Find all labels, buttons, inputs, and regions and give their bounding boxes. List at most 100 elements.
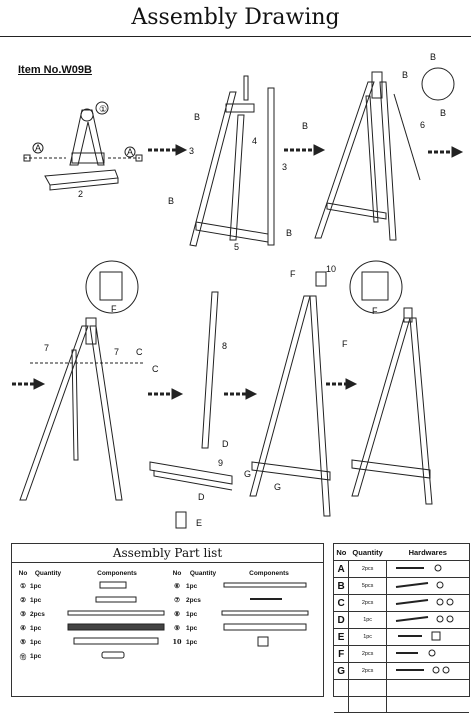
label-D-1: D (222, 439, 229, 449)
table-row: A 2pcs (334, 560, 469, 578)
col-components-2: Components (249, 570, 289, 577)
label-6: 6 (420, 120, 425, 130)
part-number: ⑤ (20, 638, 26, 646)
part-number: ⑪ (19, 653, 27, 661)
component-sketch (67, 623, 165, 631)
hw-quantity: 2pcs (348, 662, 387, 680)
step-6-easel (249, 271, 331, 517)
step-1-tray (44, 169, 119, 191)
table-row (334, 696, 469, 713)
col-quantity: Quantity (34, 570, 62, 577)
hw-quantity: 5pcs (348, 577, 387, 595)
label-5: 5 (234, 242, 239, 252)
part-quantity: 1pc (30, 638, 42, 646)
component-sketch (95, 596, 137, 603)
assembly-drawing: ① 2 A A B 3 4 3 B B 5 B B 6 B B F (12, 52, 464, 529)
label-circle-A2 (124, 146, 136, 158)
part-quantity: 1pc (30, 582, 42, 590)
item-number: Item No.W09B (18, 64, 92, 76)
arrow-step-5 (224, 388, 258, 400)
hardware-sketch (396, 649, 436, 657)
table-row: B 5pcs (334, 577, 469, 595)
arrow-step-2 (284, 144, 326, 156)
page-title: Assembly Drawing (0, 0, 471, 37)
part-number (168, 649, 186, 663)
hw-quantity: 1pc (348, 611, 387, 629)
hw-letter: E (334, 628, 350, 646)
part-quantity: 1pc (30, 624, 42, 632)
part-number: ⑨ (174, 624, 180, 632)
label-circle-A (32, 142, 44, 154)
table-row: E 1pc (334, 628, 469, 646)
part-E (175, 511, 187, 529)
component-sketch (257, 636, 269, 647)
detail-circle-F-2 (349, 260, 403, 314)
col-no-2: No (172, 570, 182, 577)
part-quantity: 1pc (30, 652, 42, 660)
hardware-table: No Quantity Hardwares A 2pcs B 5pcs C 2p… (334, 544, 469, 713)
table-row: ⑤ 1pc 10 1pc (16, 635, 318, 649)
label-B-4: B (286, 228, 292, 238)
component-sketch (99, 581, 127, 589)
step-5-mast (201, 291, 219, 449)
label-A-1: A (35, 143, 41, 153)
component-sketch (73, 637, 159, 645)
hw-quantity: 2pcs (348, 594, 387, 612)
label-F-2: F (290, 269, 296, 279)
label-F-1: F (111, 304, 117, 314)
label-B-5: B (402, 70, 408, 80)
label-2: 2 (78, 189, 83, 199)
hw-col-hardwares: Hardwares (386, 544, 469, 561)
part-number: ③ (20, 610, 26, 618)
hardware-sketch (395, 615, 454, 623)
arrow-step-4-out (148, 388, 184, 400)
step-5-tray (149, 461, 233, 491)
label-circle-1 (95, 101, 109, 115)
label-1: ① (99, 104, 107, 114)
label-7-1: 7 (44, 343, 49, 353)
label-G-1: G (244, 469, 251, 479)
table-row: C 2pcs (334, 594, 469, 612)
hardware-sketch (396, 564, 442, 572)
table-row: ① 1pc ⑥ 1pc (16, 579, 318, 593)
label-3-1: 3 (189, 146, 194, 156)
hw-quantity: 2pcs (348, 645, 387, 663)
label-9: 9 (218, 458, 223, 468)
table-row: ④ 1pc ⑨ 1pc (16, 621, 318, 635)
label-D-2: D (198, 492, 205, 502)
bolt-A-left (23, 154, 66, 162)
table-row: ③ 2pcs ⑧ 1pc (16, 607, 318, 621)
part-number: ⑧ (174, 610, 180, 618)
table-row: ⑪ 1pc (16, 649, 318, 663)
detail-circle-B (421, 67, 455, 101)
bolt-A-right (108, 154, 143, 162)
component-sketch (67, 610, 165, 616)
table-row (334, 679, 469, 697)
part-quantity: 1pc (186, 610, 198, 618)
component-sketch (101, 651, 125, 659)
part-quantity: 2pcs (30, 610, 45, 618)
label-B-7: B (440, 108, 446, 118)
part-number: 10 (172, 638, 182, 646)
arrow-step-1 (148, 144, 188, 156)
step-2-legs (189, 75, 275, 247)
col-quantity-2: Quantity (189, 570, 217, 577)
hardware-sketch (396, 666, 450, 674)
component-sketch (221, 610, 309, 616)
hardware-sketch (398, 631, 441, 641)
hw-letter: F (334, 645, 350, 663)
part-number: ④ (20, 624, 26, 632)
part-quantity: 1pc (30, 596, 42, 604)
label-B-3: B (302, 121, 308, 131)
part-number: ① (20, 582, 26, 590)
label-3-2: 3 (282, 162, 287, 172)
hardware-sketch (395, 598, 454, 606)
label-10: 10 (326, 264, 336, 274)
parts-table: No Quantity Components No Quantity Compo… (16, 568, 318, 663)
part-number: ② (20, 596, 26, 604)
arrow-step-4-in (12, 378, 46, 390)
component-sketch (223, 582, 307, 588)
part-quantity: 1pc (186, 582, 198, 590)
table-row: ② 1pc ⑦ 2pcs (16, 593, 318, 607)
part-quantity: 1pc (186, 638, 198, 646)
